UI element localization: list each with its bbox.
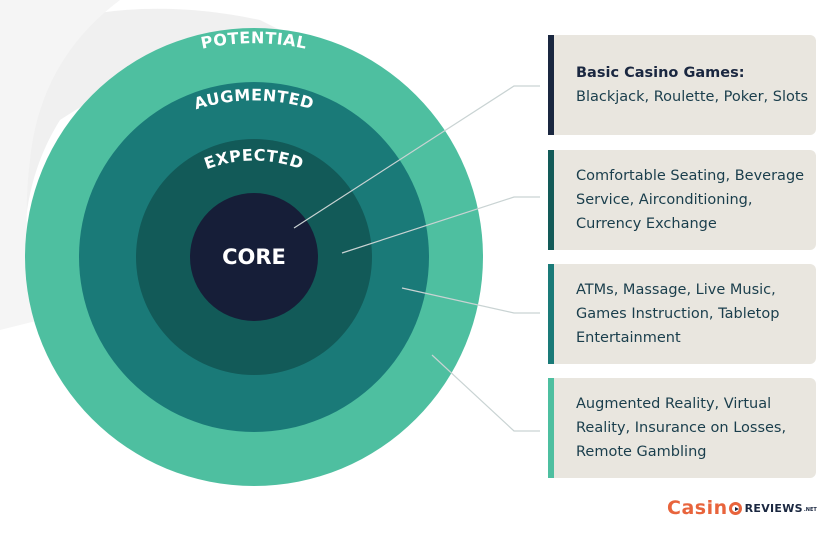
connector-core [293,85,540,229]
card-potential: Augmented Reality, Virtual Reality, Insu… [548,378,816,478]
card-core: Basic Casino Games: Blackjack, Roulette,… [548,35,816,135]
background-swoosh [0,8,340,310]
card-core-text: Blackjack, Roulette, Poker, Slots [576,89,809,105]
core-label: CORE [222,245,286,269]
card-expected: Comfortable Seating, Beverage Service, A… [548,150,816,250]
background-swoosh-shadow [0,0,120,330]
card-potential-text: Augmented Reality, Virtual Reality, Insu… [576,396,787,460]
logo-reviews-text: REVIEWS [744,501,803,515]
core-circle [190,193,318,321]
logo-play-icon [728,501,742,515]
card-augmented: ATMs, Massage, Live Music, Games Instruc… [548,264,816,364]
card-core-title: Basic Casino Games: [576,65,745,81]
card-expected-text: Comfortable Seating, Beverage Service, A… [576,168,805,232]
logo-casino-text: Casin [667,497,728,519]
connector-expected [341,196,540,254]
casinoreviews-logo: Casin REVIEWS .NET [667,497,817,519]
logo-net-text: .NET [803,507,817,513]
connector-augmented [401,287,540,314]
connector-lines [293,85,540,432]
card-augmented-text: ATMs, Massage, Live Music, Games Instruc… [576,282,780,346]
connector-potential [431,354,540,432]
